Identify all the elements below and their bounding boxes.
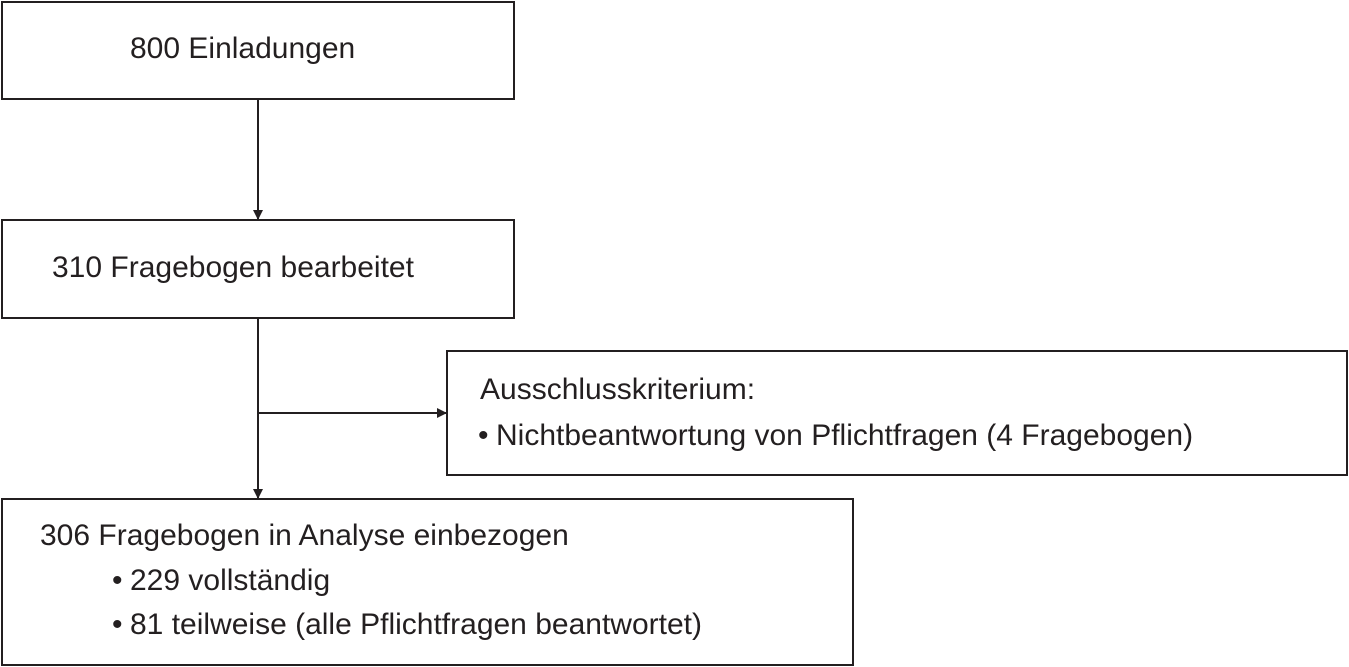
analysis-item-complete: 229 vollständig — [130, 564, 331, 597]
analysis-item-partial: 81 teilweise (alle Pflichtfragen beantwo… — [130, 608, 702, 641]
processed-label: 310 Fragebogen bearbeitet — [52, 251, 414, 284]
invitations-box — [1, 1, 515, 100]
invitations-label: 800 Einladungen — [130, 32, 356, 65]
exclusion-item: Nichtbeantwortung von Pflichtfragen (4 F… — [496, 419, 1194, 452]
analysis-box — [1, 498, 854, 666]
analysis-bullet-2: • — [112, 608, 123, 641]
analysis-bullet-1: • — [112, 564, 123, 597]
exclusion-bullet: • — [478, 419, 489, 452]
exclusion-title: Ausschlusskriterium: — [480, 373, 756, 406]
analysis-title: 306 Fragebogen in Analyse einbezogen — [40, 519, 569, 552]
processed-box — [1, 219, 515, 319]
exclusion-box — [446, 350, 1348, 476]
